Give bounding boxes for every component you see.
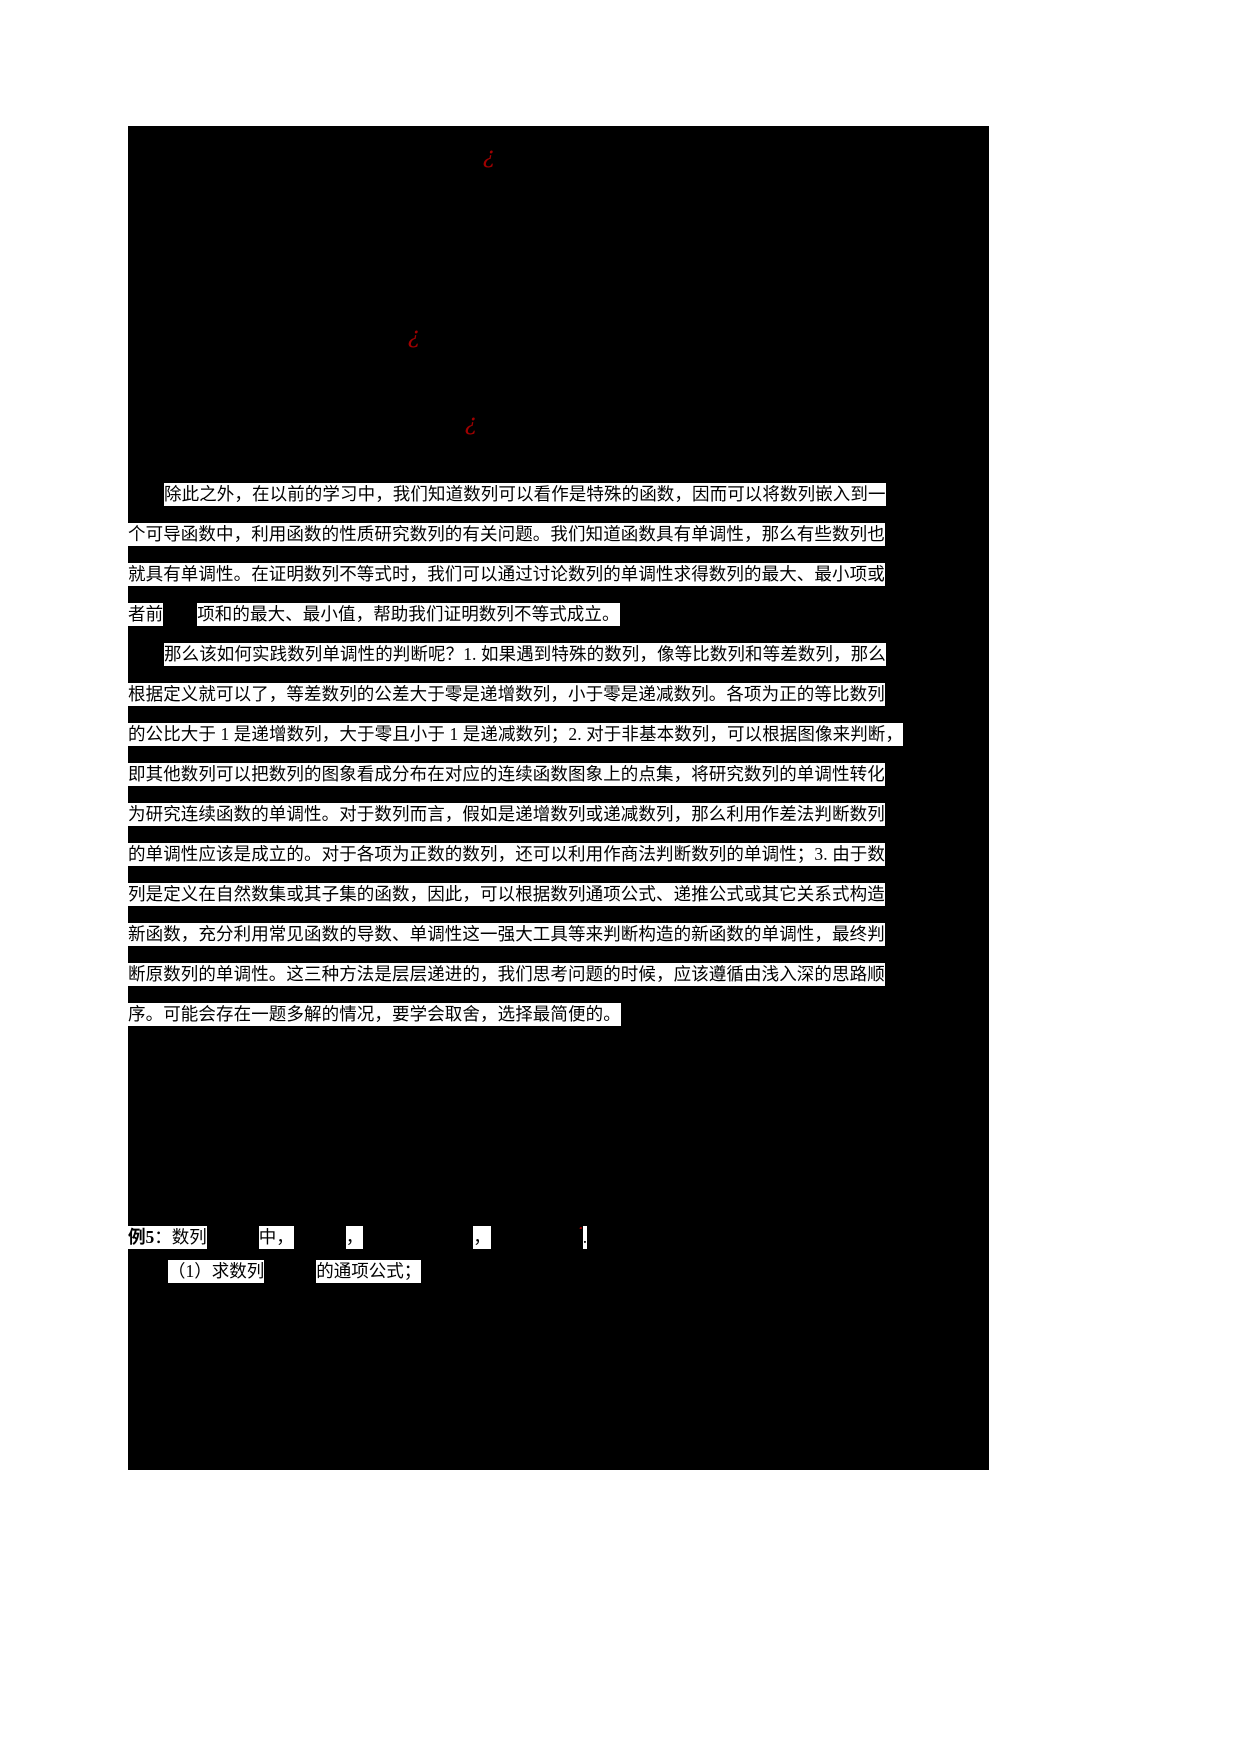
paragraph-2: 那么该如何实践数列单调性的判断呢？1. 如果遇到特殊的数列，像等比数列和等差数列…	[128, 634, 989, 1034]
paragraph-2-line-9-text: 断原数列的单调性。这三种方法是层层递进的，我们思考问题的时候，应该遵循由浅入深的…	[128, 963, 885, 986]
example-colon: ：	[154, 1226, 172, 1249]
redacted-content-block: ¿ ¿ ¿ 除此之外，在以前的学习中，我们知道数列可以看作是特殊的函数，因而可以…	[128, 126, 989, 1470]
math-placeholder-sequence-2	[264, 1262, 317, 1283]
math-placeholder-a1	[293, 1228, 346, 1249]
paragraph-1-line-4-text-b: 项和的最大、最小值，帮助我们证明数列不等式成立。	[197, 603, 620, 626]
paragraph-2-line-6: 的单调性应该是成立的。对于各项为正数的数列，还可以利用作商法判断数列的单调性；3…	[128, 834, 989, 874]
math-placeholder-recurrence	[363, 1228, 474, 1249]
paragraph-1: 除此之外，在以前的学习中，我们知道数列可以看作是特殊的函数，因而可以将数列嵌入到…	[128, 474, 989, 634]
missing-character-glyph-2: ¿	[408, 324, 420, 349]
example-subquestion-head: （1）求数列	[168, 1260, 265, 1283]
paragraph-2-line-1-text: 那么该如何实践数列单调性的判断呢？1. 如果遇到特殊的数列，像等比数列和等差数列…	[164, 643, 886, 666]
paragraph-2-line-4-text: 即其他数列可以把数列的图象看成分布在对应的连续函数图象上的点集，将研究数列的单调…	[128, 763, 885, 786]
paragraph-2-line-9: 断原数列的单调性。这三种方法是层层递进的，我们思考问题的时候，应该遵循由浅入深的…	[128, 954, 989, 994]
paragraph-2-line-8: 新函数，充分利用常见函数的导数、单调性这一强大工具等来判断构造的新函数的单调性，…	[128, 914, 989, 954]
paragraph-2-line-6-text: 的单调性应该是成立的。对于各项为正数的数列，还可以利用作商法判断数列的单调性；3…	[128, 843, 885, 866]
paragraph-2-line-3: 的公比大于 1 是递增数列，大于零且小于 1 是递减数列；2. 对于非基本数列，…	[128, 714, 989, 754]
paragraph-2-line-4: 即其他数列可以把数列的图象看成分布在对应的连续函数图象上的点集，将研究数列的单调…	[128, 754, 989, 794]
paragraph-2-line-10-text: 序。可能会存在一题多解的情况，要学会取舍，选择最简便的。	[128, 1003, 621, 1026]
example-lead-text: 数列	[171, 1226, 207, 1249]
example-subquestion-line: （1）求数列 的通项公式；	[128, 1254, 989, 1288]
example-number: 5	[145, 1226, 155, 1249]
paragraph-2-line-2-text: 根据定义就可以了，等差数列的公差大于零是递增数列，小于零是递减数列。各项为正的等…	[128, 683, 885, 706]
paragraph-2-line-10: 序。可能会存在一题多解的情况，要学会取舍，选择最简便的。	[128, 994, 989, 1034]
example-question-line: 例5：数列 中， ， ，.	[128, 1220, 989, 1254]
paragraph-2-line-1: 那么该如何实践数列单调性的判断呢？1. 如果遇到特殊的数列，像等比数列和等差数列…	[128, 634, 989, 674]
example-block: 例5：数列 中， ， ，. （1）求数列 的通项公式；	[128, 1220, 989, 1288]
paragraph-1-line-2: 个可导函数中，利用函数的性质研究数列的有关问题。我们知道函数具有单调性，那么有些…	[128, 514, 989, 554]
paragraph-2-line-3-text: 的公比大于 1 是递增数列，大于零且小于 1 是递减数列；2. 对于非基本数列，…	[128, 723, 903, 746]
missing-character-glyph-3: ¿	[465, 411, 477, 436]
example-period: .	[582, 1226, 588, 1249]
math-placeholder-condition	[490, 1228, 583, 1249]
paragraph-2-line-5-text: 为研究连续函数的单调性。对于数列而言，假如是递增数列或递减数列，那么利用作差法判…	[128, 803, 885, 826]
paragraph-1-line-4-text-a: 者前	[128, 603, 164, 626]
paragraph-2-line-2: 根据定义就可以了，等差数列的公差大于零是递增数列，小于零是递减数列。各项为正的等…	[128, 674, 989, 714]
paragraph-2-line-7: 列是定义在自然数集或其子集的函数，因此，可以根据数列通项公式、递推公式或其它关系…	[128, 874, 989, 914]
paragraph-1-line-2-text: 个可导函数中，利用函数的性质研究数列的有关问题。我们知道函数具有单调性，那么有些…	[128, 523, 885, 546]
math-placeholder-sequence	[206, 1228, 259, 1249]
body-text-region: 除此之外，在以前的学习中，我们知道数列可以看作是特殊的函数，因而可以将数列嵌入到…	[128, 474, 989, 1034]
example-mid-text: 中，	[258, 1226, 294, 1249]
example-comma-1: ，	[345, 1226, 364, 1249]
example-subquestion-tail: 的通项公式；	[316, 1260, 422, 1283]
paragraph-2-line-5: 为研究连续函数的单调性。对于数列而言，假如是递增数列或递减数列，那么利用作差法判…	[128, 794, 989, 834]
paragraph-1-line-4: 者前 项和的最大、最小值，帮助我们证明数列不等式成立。	[128, 594, 989, 634]
paragraph-1-line-3: 就具有单调性。在证明数列不等式时，我们可以通过讨论数列的单调性求得数列的最大、最…	[128, 554, 989, 594]
paragraph-1-line-3-text: 就具有单调性。在证明数列不等式时，我们可以通过讨论数列的单调性求得数列的最大、最…	[128, 563, 885, 586]
paragraph-1-line-1: 除此之外，在以前的学习中，我们知道数列可以看作是特殊的函数，因而可以将数列嵌入到…	[128, 474, 989, 514]
missing-character-glyph-1: ¿	[483, 144, 495, 169]
paragraph-2-line-7-text: 列是定义在自然数集或其子集的函数，因此，可以根据数列通项公式、递推公式或其它关系…	[128, 883, 885, 906]
example-comma-2: ，	[473, 1226, 491, 1249]
math-placeholder-n	[163, 604, 198, 627]
example-label: 例	[128, 1226, 146, 1249]
paragraph-1-line-1-text: 除此之外，在以前的学习中，我们知道数列可以看作是特殊的函数，因而可以将数列嵌入到…	[164, 483, 886, 506]
paragraph-2-line-8-text: 新函数，充分利用常见函数的导数、单调性这一强大工具等来判断构造的新函数的单调性，…	[128, 923, 885, 946]
